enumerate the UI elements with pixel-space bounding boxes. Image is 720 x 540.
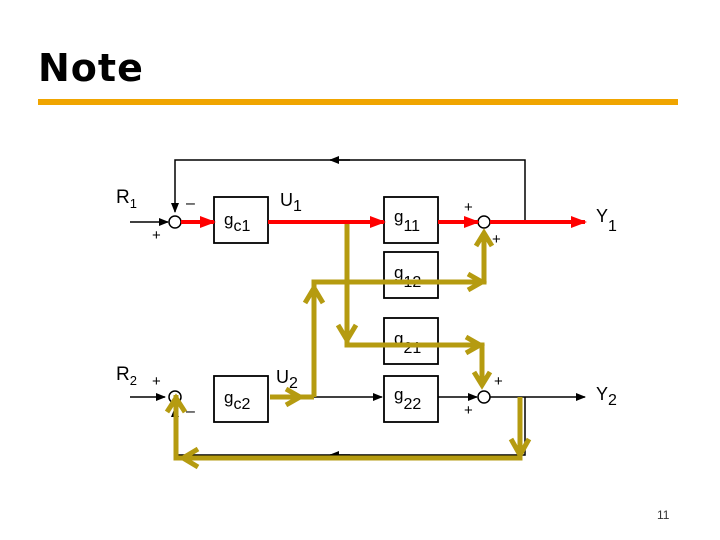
r1-label: R <box>116 187 130 208</box>
g22-main: g <box>394 385 403 404</box>
sum4-top-plus-sign: + <box>494 373 503 390</box>
sum2-up-arrowhead <box>164 393 188 414</box>
sum2-plus-sign: + <box>152 373 161 390</box>
summing-junction-3 <box>477 215 491 229</box>
r2-label: R <box>116 364 130 385</box>
u2-up-arrowhead <box>302 283 326 305</box>
block-g22 <box>383 375 439 423</box>
u1-sub: 1 <box>293 198 302 215</box>
gc1-main: g <box>224 210 233 229</box>
u2-sub: 2 <box>289 375 298 392</box>
u1-label: U <box>280 190 293 210</box>
y1-sub: 1 <box>608 218 617 235</box>
block-g11 <box>383 196 439 244</box>
g12-right-arrowhead <box>466 271 488 293</box>
signal-lines <box>130 156 586 459</box>
svg-text:gc2: gc2 <box>224 388 250 413</box>
u2-to-g12-path <box>311 233 487 397</box>
svg-text:gc1: gc1 <box>224 210 250 235</box>
summing-junction-4 <box>477 390 491 404</box>
y1-label: Y <box>596 206 608 226</box>
svg-text:g11: g11 <box>394 207 420 235</box>
g11-main: g <box>394 207 403 226</box>
g21-main: g <box>394 329 403 348</box>
sum2-minus-sign: – <box>186 403 195 420</box>
y2-label: Y <box>596 384 608 404</box>
g21-right-arrowhead <box>464 334 486 356</box>
g22-sub: 22 <box>403 396 421 413</box>
block-gc1 <box>213 196 269 244</box>
svg-text:U2: U2 <box>276 367 298 392</box>
interaction-path <box>164 222 532 470</box>
block-g21 <box>383 317 439 365</box>
slide-title: Note <box>38 46 144 90</box>
g12-main: g <box>394 263 403 282</box>
summing-junction-1 <box>168 215 182 229</box>
u2-label: U <box>276 367 289 387</box>
title-underline <box>38 99 678 105</box>
sum3-in-arrowhead <box>473 228 495 248</box>
y2-feedback-highlight <box>173 395 523 461</box>
svg-text:g22: g22 <box>394 385 421 413</box>
sum3-bottom-plus-sign: + <box>492 231 501 248</box>
r1-sub: 1 <box>130 196 137 211</box>
block-g12 <box>383 251 439 299</box>
u1-down-arrowhead <box>335 323 359 345</box>
sum1-plus-sign: + <box>152 227 161 244</box>
sum1-minus-sign: – <box>186 195 195 212</box>
svg-text:R2: R2 <box>116 364 137 388</box>
y2-sub: 2 <box>608 392 617 409</box>
u2-right-arrowhead <box>284 386 306 408</box>
gc2-sub: c2 <box>233 396 250 413</box>
svg-text:U1: U1 <box>280 190 302 215</box>
gc2-main: g <box>224 388 233 407</box>
bottom-left-arrowhead <box>178 446 200 470</box>
svg-text:Y2: Y2 <box>596 384 617 409</box>
r2-sub: 2 <box>130 373 137 388</box>
svg-text:R1: R1 <box>116 187 137 211</box>
y2-down-arrowhead <box>508 437 532 461</box>
sum4-bottom-plus-sign: + <box>464 402 473 419</box>
sum3-top-plus-sign: + <box>464 199 473 216</box>
page-number: 11 <box>657 508 670 522</box>
g11-sub: 11 <box>403 218 420 235</box>
sum4-in-arrowhead <box>471 370 493 390</box>
block-gc2 <box>213 375 269 423</box>
gc1-sub: c1 <box>233 218 250 235</box>
svg-text:Y1: Y1 <box>596 206 617 235</box>
